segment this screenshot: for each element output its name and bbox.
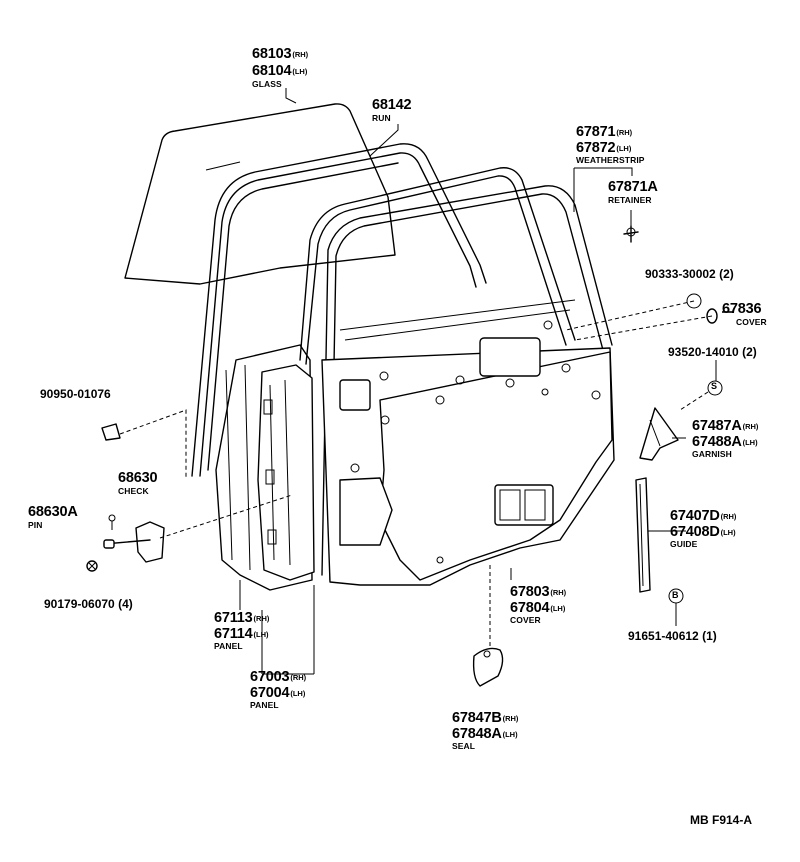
weatherstrip-lh-suffix: (LH) bbox=[616, 144, 632, 153]
panel-door-name: PANEL bbox=[250, 700, 279, 710]
run-number: 68142 bbox=[372, 97, 412, 113]
cover-small-illustration bbox=[686, 293, 718, 324]
label-run: 68142 RUN bbox=[372, 97, 412, 123]
panel-door-rh-suffix: (RH) bbox=[290, 673, 307, 682]
seal-name: SEAL bbox=[452, 741, 476, 751]
panel-inner-lh-number: 67114 bbox=[214, 626, 253, 642]
glass-lh-number: 68104 bbox=[252, 63, 292, 79]
guide-name: GUIDE bbox=[670, 539, 698, 549]
leader-lines bbox=[119, 88, 717, 675]
weatherstrip-rh-suffix: (RH) bbox=[616, 128, 633, 137]
bolt-90179-number: 90179-06070 (4) bbox=[44, 597, 133, 611]
label-cover-67836: 67836 COVER bbox=[722, 302, 767, 326]
glass-rh-number: 68103 bbox=[252, 46, 292, 62]
label-bolt-90179: 90179-06070 (4) bbox=[44, 598, 133, 610]
run-name: RUN bbox=[372, 112, 391, 123]
glass-illustration bbox=[124, 103, 396, 285]
clip-illustration bbox=[101, 423, 121, 441]
cover-67836-name: COVER bbox=[736, 316, 767, 327]
cover-service-rh-suffix: (RH) bbox=[550, 588, 567, 597]
pin-name: PIN bbox=[28, 519, 43, 530]
check-name: CHECK bbox=[118, 485, 149, 496]
figure-reference: MB F914-A bbox=[690, 813, 753, 827]
retainer-name: RETAINER bbox=[608, 194, 652, 205]
label-glass: 68103(RH) 68104(LH) GLASS bbox=[252, 46, 308, 89]
label-panel-inner: 67113(RH) 67114(LH) PANEL bbox=[214, 610, 269, 651]
label-pin: 68630A PIN bbox=[28, 505, 78, 529]
label-cover-service: 67803(RH) 67804(LH) COVER bbox=[510, 584, 566, 625]
check-illustration bbox=[103, 514, 165, 563]
bolt-illustration bbox=[86, 560, 98, 572]
inner-panel-illustration bbox=[257, 364, 315, 581]
seal-rh-number: 67847B bbox=[452, 710, 502, 726]
panel-inner-name: PANEL bbox=[214, 641, 243, 651]
seal-lh-number: 67848A bbox=[452, 726, 502, 742]
guide-lh-number: 67408D bbox=[670, 524, 720, 540]
screw-93520-number: 93520-14010 (2) bbox=[668, 345, 757, 359]
cover-service-lh-number: 67804 bbox=[510, 600, 550, 616]
panel-door-lh-number: 67004 bbox=[250, 685, 290, 701]
panel-inner-rh-number: 67113 bbox=[214, 610, 253, 626]
garnish-lh-suffix: (LH) bbox=[742, 438, 758, 447]
label-screw-91651: 91651-40612 (1) bbox=[628, 630, 717, 642]
glass-name: GLASS bbox=[252, 79, 282, 89]
cover-service-lh-suffix: (LH) bbox=[550, 604, 566, 613]
label-screw-93520: 93520-14010 (2) bbox=[668, 346, 757, 358]
guide-rh-number: 67407D bbox=[670, 508, 720, 524]
seal-lh-suffix: (LH) bbox=[502, 730, 518, 739]
panel-inner-rh-suffix: (RH) bbox=[253, 614, 270, 623]
guide-rh-suffix: (RH) bbox=[720, 512, 737, 521]
weatherstrip-name: WEATHERSTRIP bbox=[576, 155, 645, 165]
glass-lh-suffix: (LH) bbox=[292, 67, 308, 76]
label-panel-door: 67003(RH) 67004(LH) PANEL bbox=[250, 669, 306, 710]
door-frame-illustration bbox=[299, 167, 613, 581]
cover-service-name: COVER bbox=[510, 615, 541, 625]
bolt-90333-number: 90333-30002 (2) bbox=[645, 267, 734, 281]
weatherstrip-rh-number: 67871 bbox=[576, 124, 616, 140]
label-retainer: 67871A RETAINER bbox=[608, 180, 658, 204]
retainer-illustration bbox=[623, 225, 639, 243]
garnish-rh-number: 67487A bbox=[692, 418, 742, 434]
clip-90950-number: 90950-01076 bbox=[40, 387, 111, 401]
screw-91651-number: 91651-40612 (1) bbox=[628, 629, 717, 643]
panel-inner-lh-suffix: (LH) bbox=[253, 630, 269, 639]
run-illustration bbox=[191, 143, 487, 477]
garnish-rh-suffix: (RH) bbox=[742, 422, 759, 431]
label-check: 68630 CHECK bbox=[118, 470, 158, 496]
label-guide: 67407D(RH) 67408D(LH) GUIDE bbox=[670, 508, 736, 549]
garnish-lh-number: 67488A bbox=[692, 434, 742, 450]
panel-door-rh-number: 67003 bbox=[250, 669, 290, 685]
retainer-number: 67871A bbox=[608, 179, 658, 195]
label-bolt-90333: 90333-30002 (2) bbox=[645, 268, 734, 280]
check-number: 68630 bbox=[118, 470, 158, 486]
pin-number: 68630A bbox=[28, 504, 78, 520]
cover-service-rh-number: 67803 bbox=[510, 584, 550, 600]
guide-lh-suffix: (LH) bbox=[720, 528, 736, 537]
garnish-illustration bbox=[639, 407, 679, 461]
garnish-name: GARNISH bbox=[692, 449, 732, 459]
screw-b-marker: B bbox=[672, 590, 679, 600]
screw-s-marker: S bbox=[711, 381, 718, 391]
guide-illustration bbox=[635, 477, 651, 593]
screw-s-illustration bbox=[707, 380, 723, 396]
panel-door-lh-suffix: (LH) bbox=[290, 689, 306, 698]
label-garnish: 67487A(RH) 67488A(LH) GARNISH bbox=[692, 418, 758, 459]
label-clip-90950: 90950-01076 bbox=[40, 388, 111, 400]
seal-illustration bbox=[472, 647, 504, 687]
weatherstrip-lh-number: 67872 bbox=[576, 140, 616, 156]
glass-rh-suffix: (RH) bbox=[292, 50, 309, 59]
seal-rh-suffix: (RH) bbox=[502, 714, 519, 723]
label-seal: 67847B(RH) 67848A(LH) SEAL bbox=[452, 710, 518, 751]
cover-67836-dash bbox=[722, 311, 734, 313]
label-weatherstrip: 67871(RH) 67872(LH) WEATHERSTRIP bbox=[576, 124, 645, 165]
door-inner-illustration bbox=[321, 320, 615, 586]
